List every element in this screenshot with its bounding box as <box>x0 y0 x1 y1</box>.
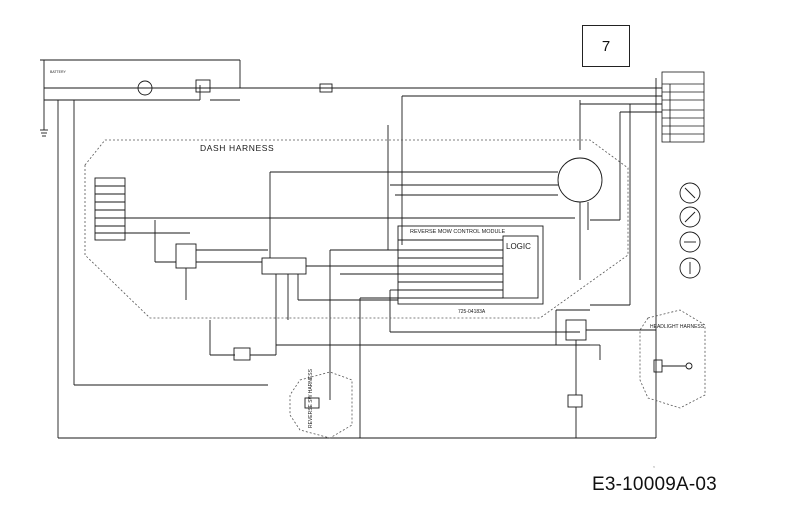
headlight-harness-label: HEADLIGHT HARNESS <box>650 324 705 330</box>
stray-mark: , <box>653 462 655 469</box>
dash-harness-label: DASH HARNESS <box>200 143 274 153</box>
logic-box <box>502 235 539 299</box>
key-switch-circle <box>557 157 603 203</box>
module-pin-lines <box>398 239 503 299</box>
document-code: E3-10009A-03 <box>592 474 717 495</box>
ignition-connector-table <box>661 71 705 143</box>
dash-connector-block <box>94 177 126 241</box>
page-number: 7 <box>601 37 611 55</box>
logic-label: LOGIC <box>506 242 531 251</box>
fuse <box>195 79 211 93</box>
page-number-box: 7 <box>582 25 630 67</box>
reverse-mow-control-module <box>397 225 544 305</box>
switch-diagram-2 <box>679 206 701 228</box>
reverse-sw-harness-outline <box>289 371 353 439</box>
pto-switch-circle <box>137 80 153 96</box>
switch-diagram-3 <box>679 231 701 253</box>
module-title: REVERSE MOW CONTROL MODULE <box>410 229 505 235</box>
switch-diagram-1 <box>679 182 701 204</box>
battery-label: BATTERY <box>50 70 66 74</box>
bottom-connector <box>567 394 583 408</box>
inline-fuse <box>319 83 333 93</box>
reverse-relay <box>565 319 587 341</box>
headlight-harness-outline <box>639 309 706 409</box>
relay-box <box>175 243 197 269</box>
seat-switch <box>233 347 251 361</box>
reverse-sw-harness-label: REVERSE SW HARNESS <box>308 368 314 428</box>
module-part-number: 725-04183A <box>458 309 486 315</box>
switch-diagram-4 <box>679 257 701 279</box>
dash-harness-outline <box>84 139 629 319</box>
center-connector-block <box>261 257 307 275</box>
